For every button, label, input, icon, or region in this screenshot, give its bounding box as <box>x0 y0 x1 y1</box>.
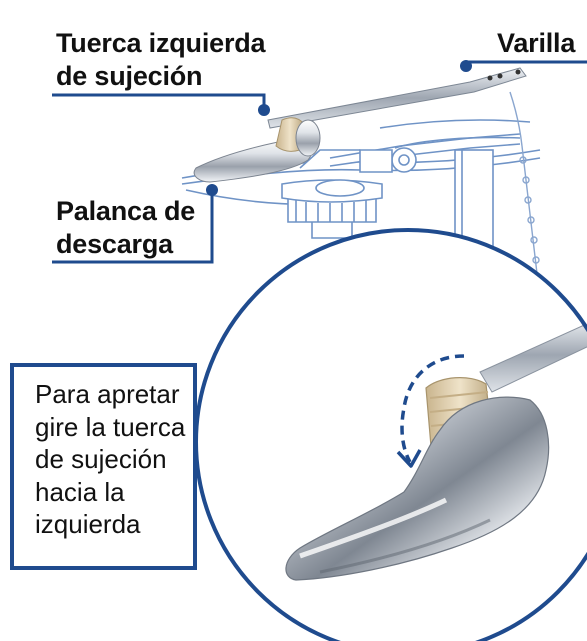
lever-label: Palanca de descarga <box>56 196 196 259</box>
magnified-view <box>194 228 587 641</box>
callout-box <box>10 363 197 570</box>
nut-label: Tuerca izquierda de sujeción <box>56 28 266 91</box>
leader-lines <box>52 60 587 264</box>
tank-line-art <box>181 119 541 291</box>
rod <box>267 67 527 129</box>
callout-text: Para apretar gire la tuerca de sujeción … <box>35 379 186 539</box>
rod-label: Varilla <box>497 28 576 58</box>
small-lever <box>193 117 321 183</box>
leader-dots <box>206 60 472 196</box>
